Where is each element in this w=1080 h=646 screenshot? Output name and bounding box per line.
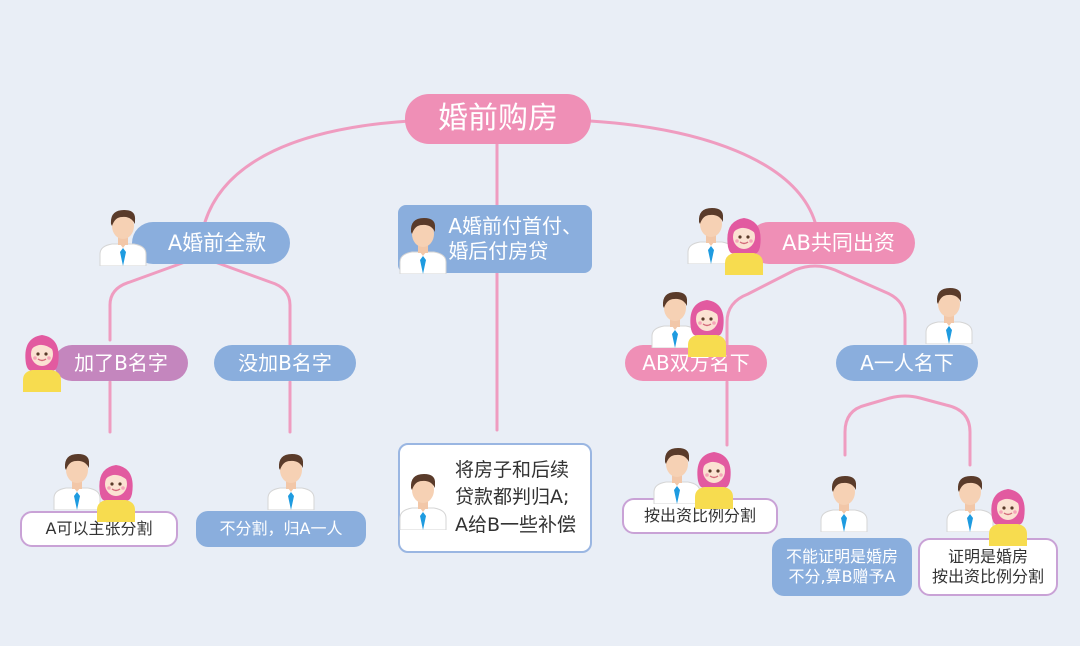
node-joint-label: AB共同出资 (782, 230, 895, 255)
man-avatar-icon (819, 470, 869, 536)
node-a-only: A一人名下 (836, 345, 978, 381)
result-added-b-text: A可以主张分割 (45, 519, 153, 538)
result-cannot-prove-text: 不能证明是婚房 不分,算B赠予A (785, 547, 898, 586)
man-avatar-icon (52, 448, 102, 514)
woman-avatar-icon (96, 460, 136, 526)
connector-root-right (588, 119, 817, 224)
woman-avatar-icon (988, 484, 1028, 550)
result-cannot-prove: 不能证明是婚房 不分,算B赠予A (772, 538, 912, 596)
connector-right-split (725, 264, 907, 347)
node-full-payment: A婚前全款 (132, 222, 290, 264)
result-can-prove: 证明是婚房 按出资比例分割 (918, 538, 1058, 596)
connector-left-split (108, 258, 292, 347)
result-down-payment-text: 将房子和后续 贷款都判归A; A给B一些补偿 (454, 458, 576, 536)
result-not-added-b-text: 不分割，归A一人 (219, 519, 343, 538)
node-full-payment-label: A婚前全款 (167, 230, 267, 255)
node-both-names: AB双方名下 (625, 345, 767, 381)
woman-avatar-icon (724, 213, 764, 279)
result-both-names-text: 按出资比例分割 (643, 506, 756, 525)
man-avatar-icon (398, 212, 448, 278)
man-avatar-icon (686, 202, 736, 268)
man-avatar-icon (266, 448, 316, 514)
connector-right-b-split (843, 394, 972, 467)
result-not-added-b: 不分割，归A一人 (196, 511, 366, 547)
woman-avatar-icon (22, 330, 62, 396)
node-not-added-b: 没加B名字 (214, 345, 356, 381)
connector-root-left (203, 119, 412, 224)
man-avatar-icon (398, 468, 448, 534)
node-added-b-label: 加了B名字 (74, 350, 168, 375)
man-avatar-icon (945, 470, 995, 536)
man-avatar-icon (924, 282, 974, 348)
woman-avatar-icon (694, 447, 734, 513)
node-joint: AB共同出资 (748, 222, 915, 264)
result-can-prove-text: 证明是婚房 按出资比例分割 (931, 547, 1044, 586)
result-down-payment: 将房子和后续 贷款都判归A; A给B一些补偿 (398, 443, 592, 553)
node-added-b: 加了B名字 (54, 345, 188, 381)
node-not-added-b-label: 没加B名字 (238, 350, 332, 375)
root-label: 婚前购房 (438, 101, 558, 137)
man-avatar-icon (98, 204, 148, 270)
man-avatar-icon (650, 286, 700, 352)
result-both-names: 按出资比例分割 (622, 498, 778, 534)
woman-avatar-icon (687, 295, 727, 361)
node-down-payment-label: A婚前付首付、 婚后付房贷 (448, 214, 582, 263)
root-node: 婚前购房 (405, 94, 591, 144)
node-a-only-label: A一人名下 (860, 350, 954, 375)
